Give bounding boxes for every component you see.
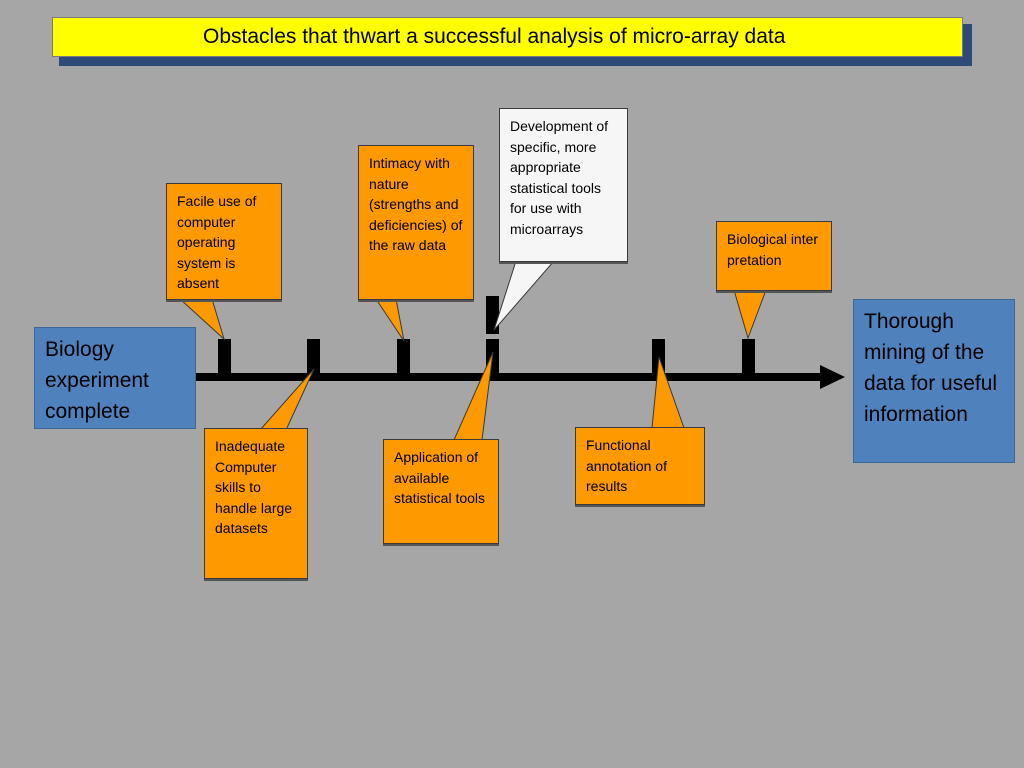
page-title: Obstacles that thwart a successful analy… — [203, 25, 786, 48]
callout-pointer-intimacy — [375, 298, 405, 342]
callout-intimacy-text: Intimacy with nature (strengths and defi… — [369, 155, 463, 253]
callout-pointer-application — [453, 351, 494, 441]
milestone-marker-1 — [218, 339, 231, 377]
milestone-marker-6 — [742, 339, 755, 377]
callout-functional-text: Functional annotation of results — [586, 437, 667, 494]
timeline-arrowhead — [820, 365, 845, 389]
callout-biological-text: Biological interpretation — [727, 231, 819, 268]
callout-development: Development of specific, more appropriat… — [499, 108, 628, 262]
callout-functional: Functional annotation of results — [575, 427, 705, 505]
callout-intimacy: Intimacy with nature (strengths and defi… — [358, 145, 474, 300]
start-box: Biology experiment complete — [34, 327, 196, 429]
callout-pointer-development — [493, 260, 556, 331]
start-box-label: Biology experiment complete — [45, 338, 149, 423]
callout-pointer-biological — [733, 289, 767, 340]
title-bar: Obstacles that thwart a successful analy… — [52, 17, 963, 57]
callout-biological: Biological interpretation — [716, 221, 832, 291]
milestone-marker-2 — [307, 339, 320, 377]
callout-facile-use-text: Facile use of computer operating system … — [177, 193, 257, 291]
callout-application: Application of available statistical too… — [383, 439, 499, 544]
callout-application-text: Application of available statistical too… — [394, 449, 486, 506]
callout-inadequate: Inadequate Computer skills to handle lar… — [204, 428, 308, 579]
end-box: Thorough mining of the data for useful i… — [853, 299, 1015, 463]
milestone-marker-4a — [486, 296, 499, 334]
end-box-label: Thorough mining of the data for useful i… — [864, 310, 998, 426]
callout-facile-use: Facile use of computer operating system … — [166, 183, 282, 300]
callout-inadequate-text: Inadequate Computer skills to handle lar… — [215, 438, 293, 536]
milestone-marker-3 — [397, 339, 410, 377]
callout-development-text: Development of specific, more appropriat… — [510, 118, 609, 237]
